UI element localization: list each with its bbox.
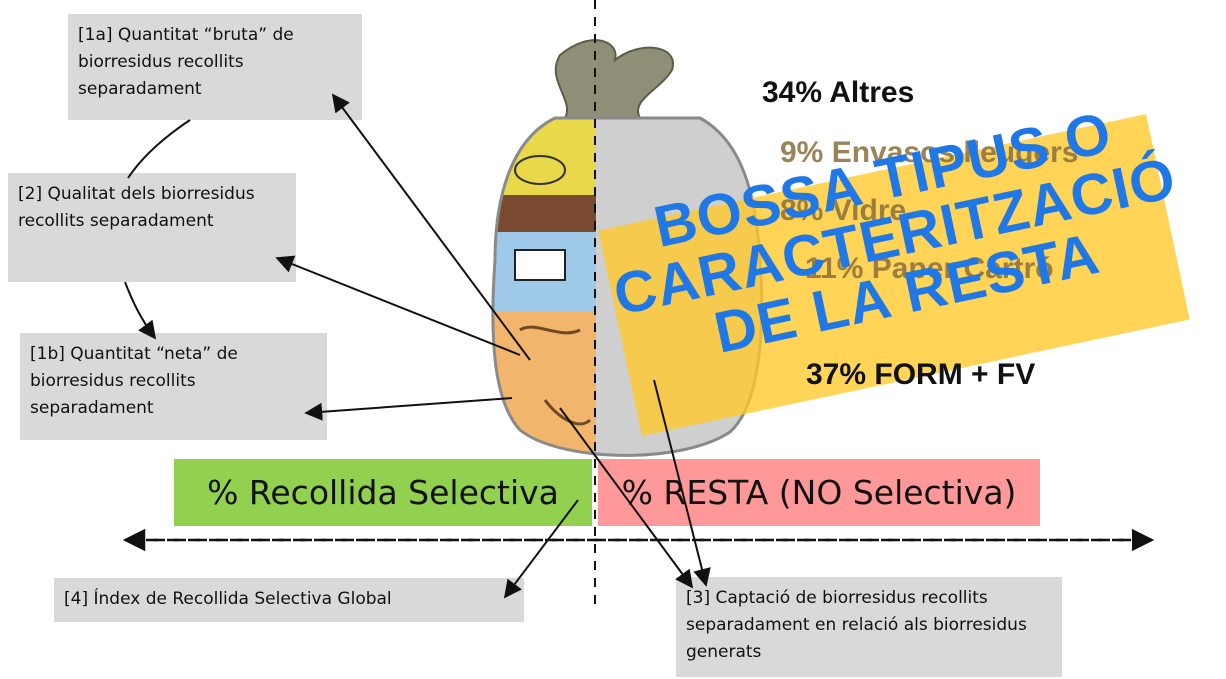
label-vidre: 8% Vidre (780, 194, 907, 227)
bar-recollida-selectiva: % Recollida Selectiva (174, 459, 592, 526)
label-form: 37% FORM + FV (806, 358, 1036, 391)
arrow-to-2 (275, 255, 521, 356)
arrow-to-1b (304, 397, 513, 421)
arrow-to-3-a (559, 407, 694, 589)
label-altres: 34% Altres (762, 76, 915, 109)
connector-2-1b (124, 281, 157, 340)
box-3: [3] Captació de biorresidus recollits se… (676, 577, 1062, 677)
band-vidre (492, 195, 598, 233)
arrow-to-1a (331, 93, 531, 361)
arrow-to-4 (503, 499, 579, 599)
label-paper: 11% Paper Cartró (805, 252, 1054, 285)
label-envasos: 9% Envasos lleugers (780, 136, 1079, 169)
box-2: [2] Qualitat dels biorresidus recollits … (8, 173, 296, 282)
connector-1a-2 (127, 119, 191, 179)
box-1b: [1b] Quantitat “neta” de biorresidus rec… (20, 333, 327, 440)
box-1a: [1a] Quantitat “bruta” de biorresidus re… (68, 14, 362, 120)
box-4: [4] Índex de Recollida Selectiva Global (54, 578, 524, 622)
bar-resta: % RESTA (NO Selectiva) (598, 459, 1040, 526)
bag-knot (554, 39, 675, 119)
arrow-to-3-b (653, 379, 711, 587)
